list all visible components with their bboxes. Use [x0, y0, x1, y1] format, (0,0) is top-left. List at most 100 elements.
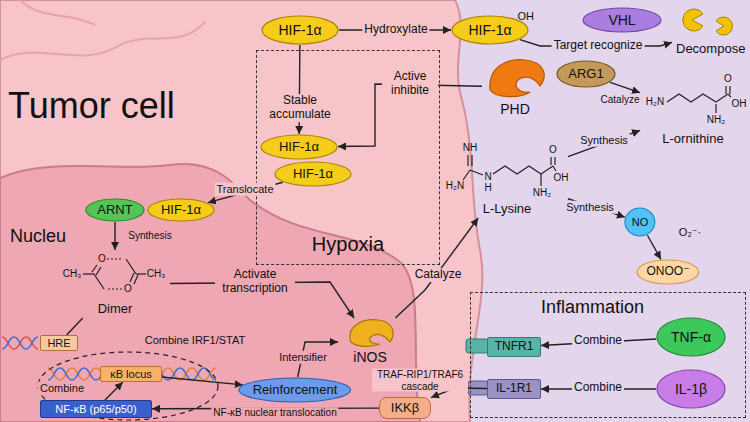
edge-label-holder: Active inhibite [382, 70, 438, 98]
edge-label-holder: Synthesis [578, 134, 630, 147]
edge-label: Activate transcription [215, 268, 295, 296]
nucleus [0, 164, 420, 422]
edge-label-holder: Intensifier [277, 351, 329, 364]
edge-label: Catalyze [413, 268, 464, 282]
bond [725, 86, 726, 94]
dimer-structure [83, 259, 146, 289]
cell-fold [0, 22, 205, 60]
edge-label-holder: Combine [572, 334, 624, 348]
edge-label: Translocate [214, 183, 275, 196]
atom-label: NH₂ [707, 115, 725, 125]
node-ellipse [239, 378, 350, 402]
atom-label: O [98, 254, 106, 264]
bond [136, 273, 146, 274]
edge-label: Intensifier [277, 351, 329, 364]
bond [470, 170, 483, 175]
hydrogen-bond [107, 258, 122, 259]
hydrogen-bond [108, 288, 122, 289]
node-label: iNOS [353, 349, 386, 365]
atom-label: NH₂ [533, 188, 551, 198]
factor-box: NF-κB (p65/p50) [40, 400, 152, 418]
receptor-box: TNFR1 [487, 337, 541, 357]
node-ellipse [583, 8, 661, 32]
protein-ellipse: HIF-1α [147, 198, 215, 222]
compartment-label: Nucleu [10, 226, 66, 247]
cell-fold [20, 0, 95, 25]
protein-ellipse: VHL [582, 7, 662, 33]
atom-label: NH [463, 143, 477, 153]
bond [541, 166, 553, 174]
bond [94, 274, 104, 289]
edge-label: Synthesis [578, 134, 630, 147]
bond [716, 94, 728, 102]
node-label: VHL [608, 12, 635, 28]
arrow-connector [162, 377, 243, 385]
protein-ellipse: HIF-1α [261, 15, 339, 45]
atom-label: OH [732, 99, 747, 109]
atom-label: H₂N [646, 97, 664, 107]
node-label: HIF-1α [279, 140, 319, 155]
edge-label: Catalyze [599, 94, 642, 106]
label-holder: H₂N [646, 97, 664, 107]
label-holder: H₂N [446, 181, 464, 191]
edge-label-holder: Activate transcription [215, 268, 295, 296]
atom-label: O [549, 145, 557, 155]
edge-label-holder: Catalyze [413, 268, 464, 282]
node-label: HIF-1α [161, 203, 201, 218]
arrow-connector [105, 382, 123, 400]
edge-label: Combine [572, 334, 624, 348]
label-holder: O [724, 74, 732, 84]
cytokine-ellipse: IL-1β [656, 369, 726, 409]
tumor-cell-body [0, 0, 482, 422]
bond [715, 104, 716, 113]
node-label: IKKβ [391, 401, 419, 416]
edge-label-holder: Synthesis [564, 201, 616, 214]
bond [92, 265, 97, 272]
node-label: Decompose [676, 42, 745, 57]
bond [96, 267, 101, 275]
label-holder: Tumor cell [8, 85, 175, 126]
bond [550, 157, 551, 165]
edge-label: Active inhibite [382, 70, 438, 98]
inos-enzyme-icon [350, 320, 393, 347]
node-label: ONOO⁻ [646, 265, 689, 279]
locus-box: κB locus [100, 366, 162, 383]
enzyme-ellipse: ARG1 [556, 60, 616, 88]
region-box: InflammationTNF-αIL-1βTNFR1IL-1R1 [470, 292, 746, 418]
node-label: HIF-1α [278, 22, 321, 38]
label-holder: O [549, 145, 557, 155]
bond [134, 275, 138, 284]
ornithine-structure [667, 86, 731, 113]
edge-label: Synthesis [564, 201, 616, 214]
species-label: O₂⁻· [679, 226, 701, 239]
cytokine-ellipse: TNF-α [656, 317, 726, 357]
bond [540, 174, 541, 186]
protein-ellipse: HIF-1αOH [451, 15, 529, 45]
bond [553, 166, 556, 171]
node-label: NF-κB (p65/p50) [55, 403, 136, 416]
node-label: L-ornithine [662, 132, 723, 147]
label-holder: O [124, 284, 132, 294]
edge-label: Combine [38, 382, 86, 395]
atom-label: O [724, 74, 732, 84]
node-label: Hypoxia [312, 233, 384, 256]
node-ellipse [637, 260, 699, 284]
node-label: Dimer [98, 302, 133, 317]
edge-label: NF-κB nuclear translocation [211, 407, 338, 419]
molecule-circle: NO [624, 207, 656, 237]
molecule-ellipse: ONOO⁻ [636, 259, 700, 285]
edge-label: Combine IRF1/STAT [143, 334, 247, 347]
arrow-connector [647, 235, 660, 259]
protein-ellipse: ARNT [85, 198, 145, 222]
edge-label-holder: Catalyze [599, 94, 642, 106]
arrow-connector [395, 218, 478, 318]
node-label: TNF-α [671, 329, 711, 345]
label-holder: Nucleu [10, 226, 66, 247]
bond [554, 157, 555, 165]
edge-label-holder: Synthesis [126, 230, 173, 242]
node-ellipse [275, 162, 351, 186]
arrow-connector [610, 82, 640, 92]
edge-label-holder: Combine IRF1/STAT [143, 334, 247, 347]
node-ellipse [148, 199, 214, 221]
